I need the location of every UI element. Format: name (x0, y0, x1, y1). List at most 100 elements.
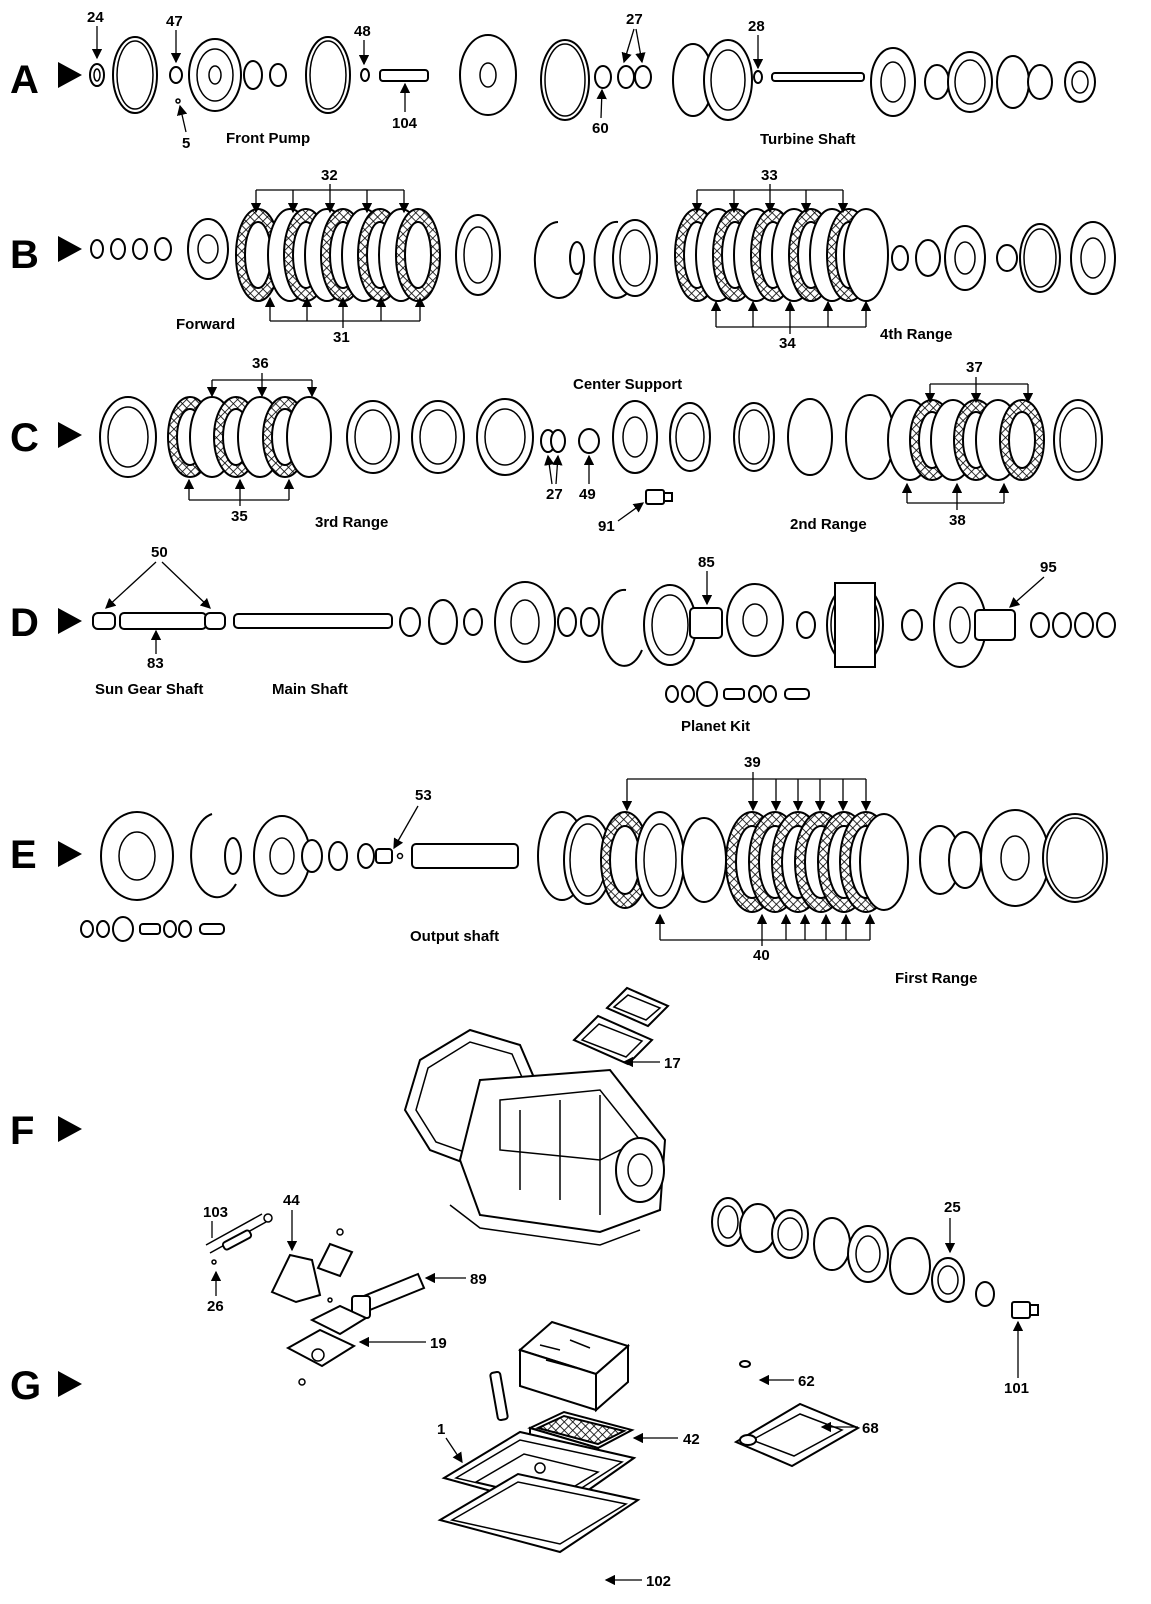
hub (924, 64, 950, 100)
fourth-clutch-pack (674, 208, 889, 302)
callout-26: 26 (207, 1298, 224, 1315)
gaskets-17 (572, 986, 670, 1066)
filter-68 (733, 1402, 861, 1468)
callout-40: 40 (753, 947, 770, 964)
planet-kit-parts (665, 681, 810, 707)
row-letter-g: G (10, 1364, 41, 1408)
callout-53: 53 (415, 787, 432, 804)
callout-42: 42 (683, 1431, 700, 1448)
output-planet-kit-parts (80, 916, 225, 942)
row-g-parts (437, 1320, 861, 1554)
row-g-arrow-icon (58, 1371, 82, 1397)
bushing-50b (204, 612, 226, 630)
callout-35: 35 (231, 508, 248, 525)
bushing-47 (169, 66, 183, 84)
manual-shaft-assembly (205, 1213, 426, 1386)
second-clutch-pack (887, 399, 1045, 481)
pump-gear-inner (269, 63, 287, 87)
end-seal (1064, 61, 1096, 103)
label-front-pump: Front Pump (226, 130, 310, 147)
callout-1: 1 (437, 1421, 445, 1438)
row-c-callouts: 36 35 3rd Range Center Support 27 49 91 … (183, 355, 1034, 535)
output-ring-gear-hub (100, 811, 174, 901)
first-clutch-pack (600, 811, 909, 913)
sun-gear (428, 599, 458, 645)
callout-95: 95 (1040, 559, 1057, 576)
label-forward: Forward (176, 316, 235, 333)
row-letter-a: A (10, 58, 39, 102)
row-letter-d: D (10, 601, 39, 645)
row-letter-c: C (10, 416, 39, 460)
forward-clutch-pack (235, 208, 441, 302)
callout-102: 102 (646, 1573, 671, 1590)
valve-body (518, 1320, 630, 1413)
pump-ring (540, 39, 590, 121)
callout-91: 91 (598, 518, 615, 535)
main-shaft (233, 613, 393, 629)
callout-39: 39 (744, 754, 761, 771)
row-letter-f: F (10, 1109, 34, 1153)
callout-19: 19 (430, 1335, 447, 1352)
forward-clutch-hub (187, 218, 229, 280)
row-letter-b: B (10, 233, 39, 277)
output-snap-ring (190, 813, 237, 899)
row-e-parts (80, 809, 1108, 942)
part-28 (753, 70, 763, 84)
row-b-callouts: 32 31 Forward 33 34 4th Range (176, 167, 953, 352)
bushing-49 (578, 428, 600, 454)
callout-17: 17 (664, 1055, 681, 1072)
label-planet-kit: Planet Kit (681, 718, 750, 735)
callout-85: 85 (698, 554, 715, 571)
third-clutch-pack (167, 396, 332, 478)
callout-50: 50 (151, 544, 168, 561)
suction-tube-62 (739, 1360, 751, 1426)
row-letter-e: E (10, 833, 37, 877)
output-sun-shaft-95 (974, 609, 1016, 641)
row-c-parts (99, 394, 1103, 505)
first-piston (980, 809, 1050, 907)
part-53 (375, 848, 393, 864)
row-c-arrow-icon (58, 422, 82, 448)
spring-retainer (996, 55, 1030, 109)
callout-104: 104 (392, 115, 418, 132)
label-output-shaft: Output shaft (410, 928, 499, 945)
row-f-callouts: 17 103 44 26 89 19 25 101 (203, 1055, 1029, 1397)
callout-31: 31 (333, 329, 350, 346)
forward-snap-ring (533, 221, 583, 299)
label-center-support: Center Support (573, 376, 682, 393)
row-g-callouts: 62 68 1 42 102 (437, 1373, 879, 1590)
bushing-50a (92, 612, 116, 630)
label-first-range: First Range (895, 970, 978, 987)
planet-carrier-shaft (689, 607, 723, 639)
callout-68: 68 (862, 1420, 879, 1437)
center-support (612, 400, 658, 474)
washer-60 (594, 65, 612, 89)
callout-60: 60 (592, 120, 609, 137)
callout-37: 37 (966, 359, 983, 376)
callout-36: 36 (252, 355, 269, 372)
row-f-arrow-icon (58, 1116, 82, 1142)
row-a-callouts: 24 47 5 Front Pump 48 104 27 60 28 Turbi… (87, 9, 856, 152)
stator-shaft-104 (379, 69, 429, 82)
transmission-case (403, 1028, 667, 1246)
clutch-housing (870, 47, 916, 117)
callout-48: 48 (354, 23, 371, 40)
forward-backing-plate (455, 214, 501, 296)
seal-24 (89, 63, 105, 87)
label-fourth-range: 4th Range (880, 326, 953, 343)
sun-gear-shaft (119, 612, 207, 630)
callout-5: 5 (182, 135, 190, 152)
callout-62: 62 (798, 1373, 815, 1390)
callout-25: 25 (944, 1199, 961, 1216)
seal-25 (931, 1257, 965, 1303)
callout-38: 38 (949, 512, 966, 529)
callout-47: 47 (166, 13, 183, 30)
second-backing-plate (1053, 399, 1103, 481)
callout-27-c: 27 (546, 486, 563, 503)
label-second-range: 2nd Range (790, 516, 867, 533)
pump-seal-ring (305, 36, 351, 114)
callout-27: 27 (626, 11, 643, 28)
fourth-drum (1070, 221, 1116, 295)
ring-gear (494, 581, 556, 663)
pan-gasket-102 (437, 1472, 641, 1554)
